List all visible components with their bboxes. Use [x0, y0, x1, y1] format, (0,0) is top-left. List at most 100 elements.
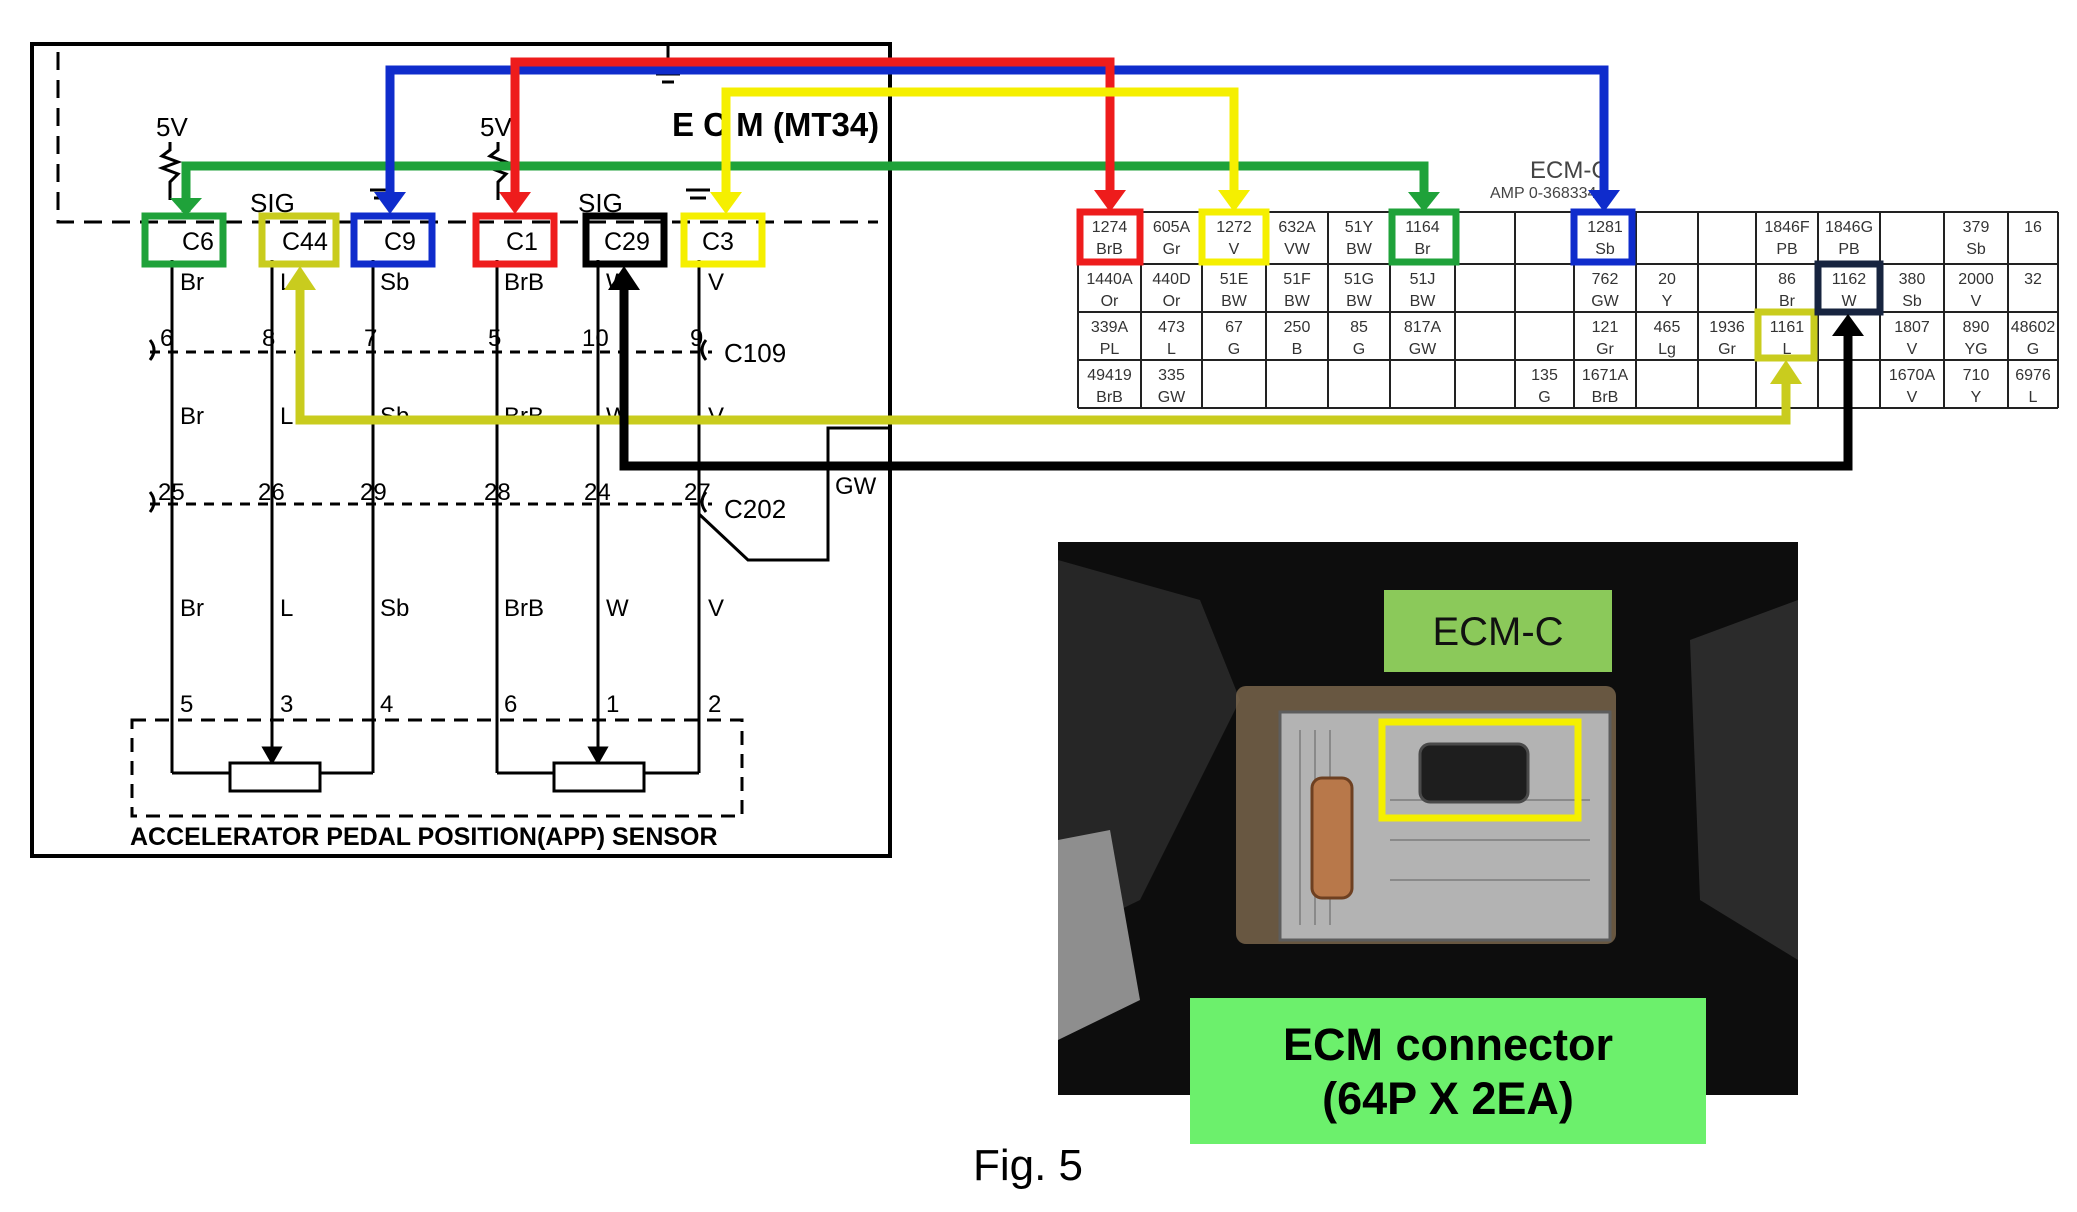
highlight-cell-1161	[1754, 308, 1818, 362]
table-cell-wire: L	[1783, 341, 1792, 358]
table-cell-circuit: 335	[1158, 367, 1185, 384]
table-cell-circuit: 817A	[1404, 319, 1442, 336]
pullup-resistor-1	[157, 142, 183, 200]
table-cell-wire: BW	[1346, 241, 1373, 258]
sensor-pin: 5	[180, 691, 193, 718]
wire-color-label: L	[280, 595, 293, 622]
table-cell-circuit: 1161	[1770, 319, 1805, 336]
table-cell-circuit: 473	[1158, 319, 1185, 336]
table-cell-wire: Gr	[1718, 341, 1736, 358]
voltage-label-2: 5V	[480, 112, 512, 142]
connector-a	[1310, 776, 1354, 900]
table-cell-wire: G	[1228, 341, 1240, 358]
table-cell-wire: V	[1229, 241, 1240, 258]
c202-pin: 28	[484, 479, 511, 506]
arrowhead-yellow	[1218, 190, 1250, 212]
table-cell-circuit: 890	[1963, 319, 1990, 336]
table-cell-wire: Or	[1101, 293, 1119, 310]
wire-color-label: BrB	[504, 269, 544, 296]
figure-caption: Fig. 5	[973, 1141, 1083, 1190]
table-cell-circuit: 1440A	[1086, 271, 1133, 288]
c109-pin: 6	[160, 325, 173, 352]
table-cell-circuit: 380	[1899, 271, 1926, 288]
callout-line-2: (64P X 2EA)	[1322, 1073, 1574, 1124]
wire-color-label: W	[606, 595, 629, 622]
table-cell-wire: Sb	[1595, 241, 1615, 258]
arrowhead-blue	[1588, 190, 1620, 212]
ecm-c-tag	[1384, 590, 1612, 672]
table-cell-circuit: 379	[1963, 219, 1990, 236]
table-cell-wire: Or	[1163, 293, 1181, 310]
ecm-pin-c3: C3	[702, 228, 734, 256]
table-cell-circuit: 67	[1225, 319, 1243, 336]
table-cell-circuit: 51G	[1344, 271, 1374, 288]
table-cell-circuit: 632A	[1278, 219, 1316, 236]
table-cell-wire: V	[1907, 389, 1918, 406]
table-cell-circuit: 85	[1350, 319, 1368, 336]
c109-pin: 5	[488, 325, 501, 352]
highlight-c44	[258, 212, 340, 268]
arrow-blue-c9	[385, 65, 1609, 200]
table-cell-circuit: 465	[1654, 319, 1681, 336]
engine-bay-part	[1690, 600, 1798, 960]
table-cell-circuit: 135	[1531, 367, 1558, 384]
table-cell-wire: G	[2027, 341, 2039, 358]
table-cell-wire: L	[1167, 341, 1176, 358]
ground-marks	[370, 188, 710, 200]
table-cell-circuit: 49419	[1087, 367, 1132, 384]
ecm-pin-c1: C1	[506, 228, 538, 256]
sensor-label: ACCELERATOR PEDAL POSITION(APP) SENSOR	[130, 823, 718, 851]
table-cell-wire: PL	[1100, 341, 1120, 358]
table-cell-wire: BW	[1284, 293, 1311, 310]
potentiometer-2	[552, 761, 646, 793]
table-cell-wire: Y	[1662, 293, 1673, 310]
sensor-boundary	[130, 718, 744, 818]
table-cell-circuit: 440D	[1152, 271, 1190, 288]
wire-color-label: Sb	[380, 269, 409, 296]
highlight-c6	[141, 212, 227, 268]
wire-color-label: V	[708, 595, 724, 622]
c109-bracket-end	[700, 339, 708, 361]
arrow-yellow-c3	[721, 87, 1239, 200]
arrowhead-olive	[1770, 360, 1802, 384]
table-cell-circuit: 51E	[1220, 271, 1248, 288]
table-cell-wire: GW	[1158, 389, 1186, 406]
table-cell-circuit: 1164	[1405, 219, 1440, 236]
ecm-pin-c6: C6	[182, 228, 214, 256]
highlight-boxes	[141, 208, 1884, 362]
ecm-c-tag-text: ECM-C	[1432, 610, 1563, 654]
table-cell-circuit: 1272	[1216, 219, 1252, 236]
table-cell-circuit: 1274	[1092, 219, 1128, 236]
highlight-c29	[582, 212, 668, 268]
arrow-red-c1	[510, 57, 1115, 200]
table-cell-wire: Y	[1971, 389, 1982, 406]
arrowhead-olive	[284, 266, 316, 290]
schematic-wires	[170, 260, 890, 775]
sensor-pin: 4	[380, 691, 393, 718]
c109-bracket	[148, 339, 156, 361]
ecm-pin-c9: C9	[384, 228, 416, 256]
connection-arrows	[170, 57, 1864, 471]
table-cell-circuit: 339A	[1091, 319, 1129, 336]
table-cell-circuit: 250	[1284, 319, 1311, 336]
highlight-cell-1162	[1814, 260, 1884, 316]
sensor-pin: 2	[708, 691, 721, 718]
arrowhead-black	[608, 266, 640, 290]
table-cell-wire: Gr	[1596, 341, 1614, 358]
table-cell-wire: W	[1841, 293, 1857, 310]
table-cell-wire: BrB	[1096, 241, 1123, 258]
ecm-photo: ECM-C ECM connector (64P X 2EA)	[1058, 542, 1798, 1144]
wire-color-label: BrB	[504, 595, 544, 622]
table-cell-circuit: 1162	[1832, 271, 1867, 288]
arrowhead-red	[499, 192, 531, 214]
arrowhead-red	[1094, 190, 1126, 212]
sensor-pin: 3	[280, 691, 293, 718]
table-cell-wire: Sb	[1902, 293, 1922, 310]
highlight-c1	[472, 212, 558, 268]
sensor-pin: 6	[504, 691, 517, 718]
pullup-resistor-2	[485, 142, 511, 200]
wire-color-label: Br	[180, 595, 204, 622]
c202-pin: 27	[684, 479, 711, 506]
c109-pin: 8	[262, 325, 275, 352]
